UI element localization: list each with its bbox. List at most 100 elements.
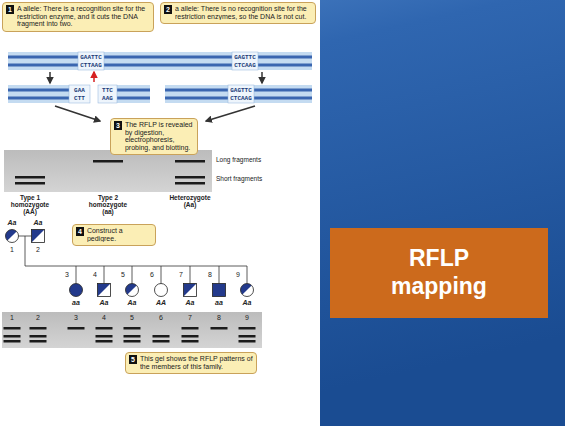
- symbol-outline: [98, 284, 111, 297]
- symbol-fill: [32, 230, 45, 243]
- sequence: CTTAAG: [80, 62, 102, 69]
- arrow: [49, 72, 51, 83]
- genotype: Aa: [34, 219, 43, 227]
- sequence: AAG: [102, 95, 113, 102]
- genotype-type: Type 1 homozygote (AA): [6, 194, 54, 215]
- gel-band: [175, 160, 205, 163]
- person-number: 9: [236, 271, 240, 279]
- dna-strand: [8, 64, 312, 67]
- symbol-outline: [32, 230, 45, 243]
- gel-band: [182, 327, 199, 330]
- gel-band: [124, 335, 141, 338]
- sequence: CTT: [74, 95, 85, 102]
- female-symbol: [241, 284, 254, 297]
- symbol-fill: [184, 284, 197, 297]
- arrow: [93, 72, 95, 82]
- genotype: Aa: [100, 299, 109, 307]
- lane-number: 6: [159, 314, 163, 322]
- sequence-box: [232, 52, 258, 70]
- gel-band: [182, 340, 199, 343]
- fragment-label: Short fragments: [216, 175, 262, 182]
- arrow: [261, 72, 263, 83]
- sequence-box: [69, 85, 90, 103]
- dna-band: [98, 85, 150, 103]
- dna-band: [8, 85, 90, 103]
- callout-text: Construct a pedigree.: [87, 227, 152, 242]
- person-number: 2: [36, 246, 40, 254]
- callout-box: 1A allele: There is a recognition site f…: [2, 2, 154, 32]
- arrow: [55, 106, 100, 121]
- symbol-fill: [70, 284, 83, 297]
- dna-band: [165, 85, 312, 103]
- female-symbol: [5, 230, 18, 243]
- sequence: TTC: [102, 87, 113, 94]
- gel-band: [30, 335, 47, 338]
- gel-band: [4, 327, 21, 330]
- arrow: [206, 106, 255, 121]
- gel-band: [153, 335, 170, 338]
- callout-text: This gel shows the RFLP patterns of the …: [140, 355, 253, 370]
- sequence: GAGTTC: [234, 54, 256, 61]
- genotype-type: Type 2 homozygote (aa): [84, 194, 132, 215]
- symbol-outline: [6, 230, 19, 243]
- callout-number: 1: [6, 5, 14, 14]
- symbol-fill: [213, 284, 226, 297]
- callout-text: The RFLP is revealed by digestion, elect…: [125, 121, 194, 152]
- genotype: Aa: [186, 299, 195, 307]
- genotype: Aa: [8, 219, 17, 227]
- lane-number: 1: [10, 314, 14, 322]
- gel-band: [4, 335, 21, 338]
- person-number: 3: [65, 271, 69, 279]
- gel-band: [175, 182, 205, 185]
- figure-panel: [0, 0, 320, 426]
- female-symbol: [155, 284, 168, 297]
- symbol-outline: [70, 284, 83, 297]
- lane-number: 4: [102, 314, 106, 322]
- symbol-outline: [184, 284, 197, 297]
- symbol-outline: [213, 284, 226, 297]
- callout-box: 2a allele: There is no recognition site …: [160, 2, 316, 24]
- callout-number: 2: [164, 5, 172, 14]
- gel-band: [124, 327, 141, 330]
- symbol-outline: [241, 284, 254, 297]
- sequence: GAATTC: [80, 54, 102, 61]
- gel: [2, 312, 262, 348]
- symbol-outline: [155, 284, 168, 297]
- dna-uncut: [8, 52, 312, 70]
- sequence-box: [228, 85, 254, 103]
- dna-fragment: [98, 85, 150, 103]
- dna-uncut: [165, 85, 312, 103]
- person-number: 8: [208, 271, 212, 279]
- genotype: Aa: [243, 299, 252, 307]
- sequence-box: [98, 85, 117, 103]
- lane-number: 2: [36, 314, 40, 322]
- lane-number: 8: [217, 314, 221, 322]
- person-number: 7: [179, 271, 183, 279]
- person-number: 4: [93, 271, 97, 279]
- sequence: GAA: [74, 87, 85, 94]
- male-symbol: [32, 230, 45, 243]
- male-symbol: [98, 284, 111, 297]
- person-number: 6: [150, 271, 154, 279]
- gel: [4, 150, 212, 192]
- fragment-label: Long fragments: [216, 156, 261, 163]
- gel-band: [96, 340, 113, 343]
- sequence: CTCAAG: [234, 62, 256, 69]
- lane-number: 5: [130, 314, 134, 322]
- gel-band: [211, 327, 228, 330]
- callout-number: 5: [129, 355, 137, 364]
- lane-number: 7: [188, 314, 192, 322]
- sequence: GAGTTC: [230, 87, 252, 94]
- gel-band: [239, 340, 256, 343]
- gel-band: [96, 327, 113, 330]
- callout-text: A allele: There is a recognition site fo…: [17, 5, 150, 28]
- gel-band: [182, 335, 199, 338]
- callout-text: a allele: There is no recognition site f…: [175, 5, 312, 20]
- sequence-box: [78, 52, 104, 70]
- female-symbol: [126, 284, 139, 297]
- callout-box: 5This gel shows the RFLP patterns of the…: [125, 352, 257, 374]
- gel-band: [15, 176, 45, 179]
- genotype: aa: [72, 299, 80, 307]
- genotype: AA: [156, 299, 166, 307]
